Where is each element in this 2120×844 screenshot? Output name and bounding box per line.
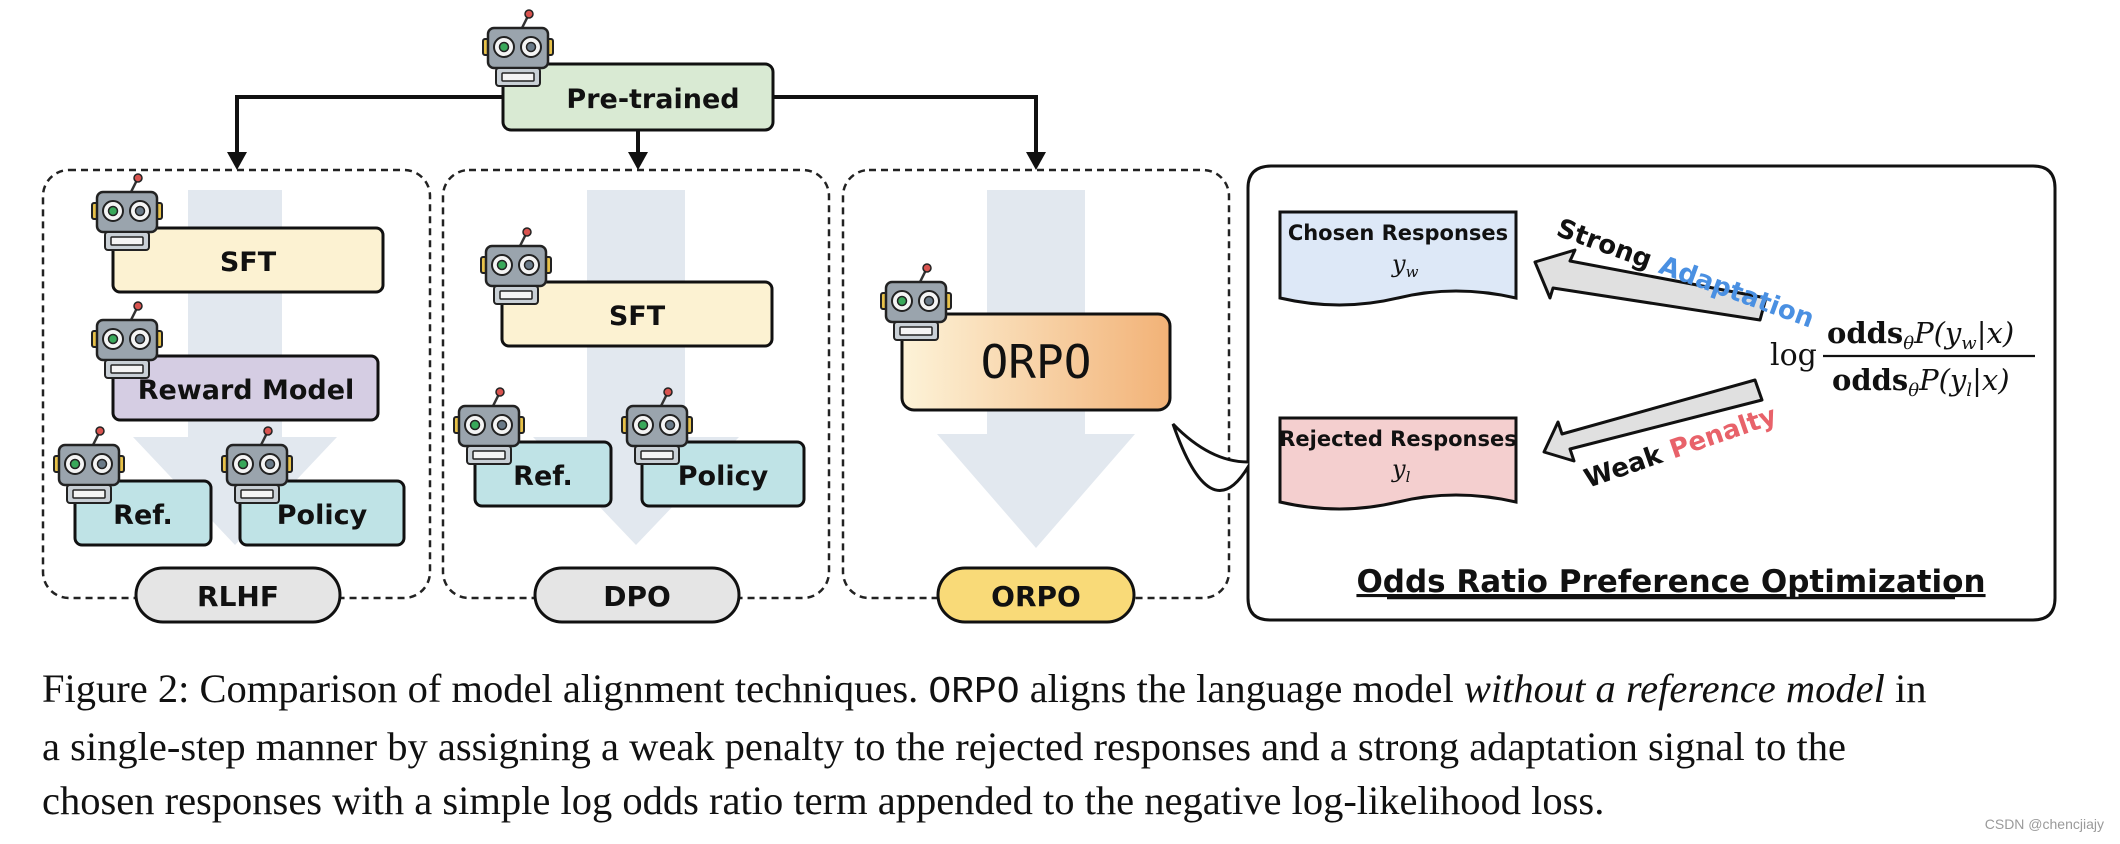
caption-text: in [1884,666,1927,711]
rlhf-ref-label: Ref. [113,500,173,531]
caption-line-1: Figure 2: Comparison of model alignment … [42,662,2112,720]
formula-denominator: oddsθP(yl|x) [1832,363,2010,401]
rlhf-badge [134,566,342,624]
chosen-doc [1278,210,1518,307]
strong-adaptation-arrow [1533,248,1768,322]
chosen-title: Chosen Responses [1288,221,1508,245]
dpo-sft-box [500,280,774,348]
alignment-diagram: Pre-trained SFT Reward Model Ref. Policy… [41,8,2057,624]
pretrained-label: Pre-trained [566,84,739,115]
caption-italic: without a reference model [1463,666,1885,711]
rejected-doc [1278,416,1518,511]
rejected-symbol: yl [1391,455,1411,486]
watermark: CSDN @chencjiajy [1984,816,2104,832]
rlhf-sft-box [111,226,385,294]
caption-orpo-mono: ORPO [928,671,1020,714]
weak-penalty-arrow [1542,378,1764,463]
dpo-policy-box [640,440,806,508]
orpo-panel-title: Odds Ratio Preference Optimization [1356,564,1985,600]
dpo-badge-label: DPO [603,580,671,613]
rlhf-policy-box [238,479,406,547]
dpo-ref-label: Ref. [513,461,573,492]
caption-text: aligns the language model [1019,666,1464,711]
figure-caption: Figure 2: Comparison of model alignment … [42,662,2112,828]
connector-arrowheads [227,152,1046,170]
caption-text: Figure 2: Comparison of model alignment … [42,666,929,711]
rejected-title: Rejected Responses [1279,427,1517,451]
formula-log: log [1770,338,1817,373]
pretrained-box [501,62,775,132]
rlhf-sft-label: SFT [220,247,277,278]
rlhf-policy-label: Policy [277,500,368,531]
orpo-model-box [900,312,1172,412]
dpo-sft-label: SFT [609,301,666,332]
log-odds-formula: log oddsθP(yw|x) oddsθP(yl|x) [1770,316,2035,401]
caption-line-3: chosen responses with a simple log odds … [42,778,1605,823]
rlhf-reward-box [111,354,380,422]
caption-line-2: a single-step manner by assigning a weak… [42,724,1846,769]
formula-numerator: oddsθP(yw|x) [1827,316,2014,354]
orpo-badge [936,566,1136,624]
dpo-policy-label: Policy [678,461,769,492]
chosen-symbol: yw [1391,250,1419,281]
orpo-model-label: ORPO [981,335,1092,389]
orpo-badge-label: ORPO [991,580,1081,613]
dpo-badge [533,566,741,624]
rlhf-reward-label: Reward Model [138,375,355,406]
rlhf-badge-label: RLHF [197,580,279,613]
